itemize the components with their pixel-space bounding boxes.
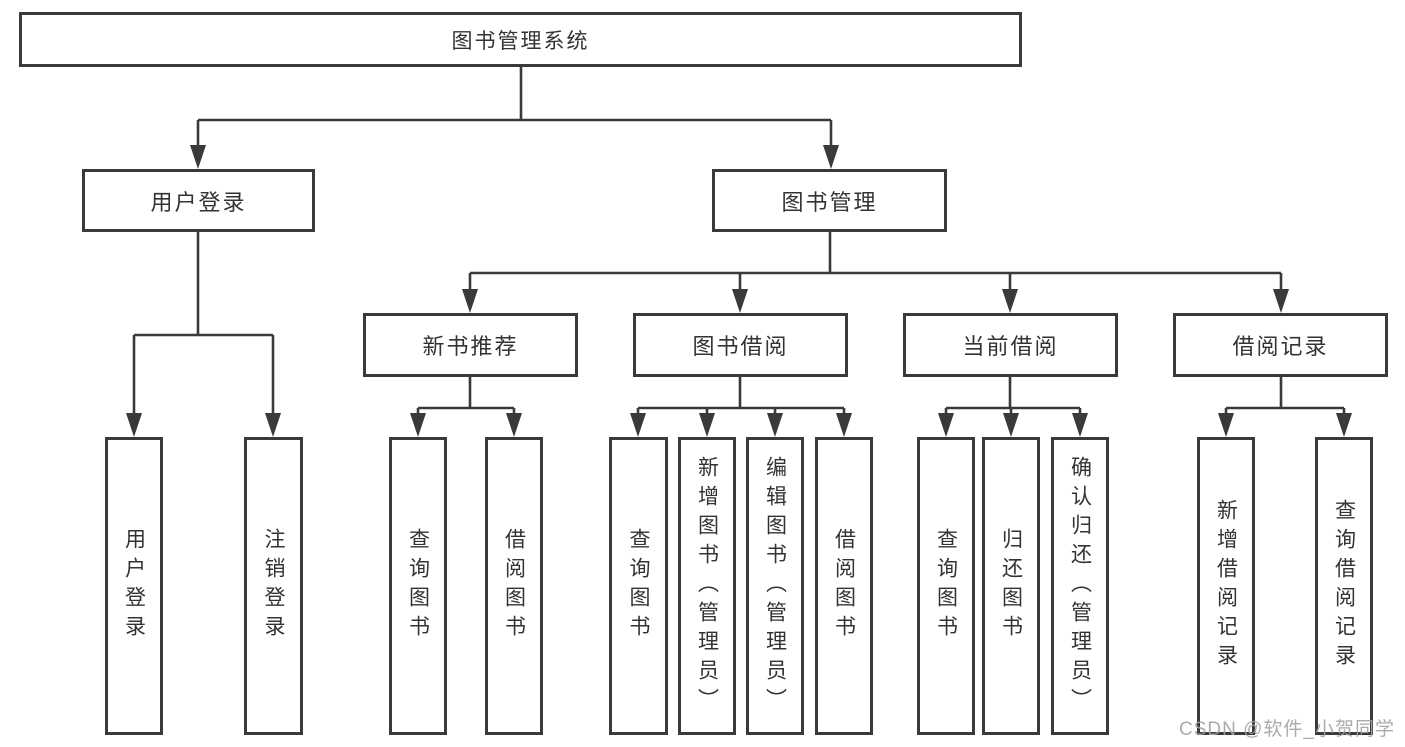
connector-book-management bbox=[468, 232, 1283, 305]
node-label: 注销登录 bbox=[262, 528, 285, 644]
leaf-edit-book-admin: 编辑图书（管理员） bbox=[746, 437, 804, 735]
leaf-user-login: 用户登录 bbox=[105, 437, 163, 735]
connector-book-borrow bbox=[636, 377, 846, 430]
leaf-query-books-current: 查询图书 bbox=[917, 437, 975, 735]
connector-user-login bbox=[132, 232, 275, 430]
leaf-return-book: 归还图书 bbox=[982, 437, 1040, 735]
connector-new-book-recommend bbox=[416, 377, 516, 430]
node-library-system: 图书管理系统 bbox=[19, 12, 1022, 67]
node-borrow-records: 借阅记录 bbox=[1173, 313, 1388, 377]
leaf-confirm-return-admin: 确认归还（管理员） bbox=[1051, 437, 1109, 735]
connector-borrow-records bbox=[1224, 377, 1346, 430]
node-label: 借阅图书 bbox=[832, 528, 856, 644]
leaf-borrow-books-recommend: 借阅图书 bbox=[485, 437, 543, 735]
node-book-management: 图书管理 bbox=[712, 169, 947, 232]
leaf-query-books-recommend: 查询图书 bbox=[389, 437, 447, 735]
node-label: 图书管理系统 bbox=[451, 29, 590, 53]
connector-root bbox=[196, 67, 833, 162]
node-label: 新书推荐 bbox=[422, 334, 519, 359]
node-label: 当前借阅 bbox=[962, 334, 1059, 359]
node-label: 新增借阅记录 bbox=[1214, 499, 1238, 673]
leaf-logout: 注销登录 bbox=[244, 437, 303, 735]
node-user-login: 用户登录 bbox=[82, 169, 315, 232]
node-current-borrow: 当前借阅 bbox=[903, 313, 1118, 377]
node-label: 归还图书 bbox=[999, 528, 1023, 644]
leaf-add-book-admin: 新增图书（管理员） bbox=[678, 437, 736, 735]
leaf-query-books-borrow: 查询图书 bbox=[609, 437, 668, 735]
node-label: 查询图书 bbox=[627, 528, 650, 644]
leaf-borrow-books: 借阅图书 bbox=[815, 437, 873, 735]
node-label: 查询图书 bbox=[406, 528, 430, 644]
csdn-watermark: CSDN @软件_小贺同学 bbox=[1179, 719, 1395, 740]
node-label: 编辑图书（管理员） bbox=[763, 455, 787, 717]
node-label: 图书借阅 bbox=[692, 334, 789, 359]
node-label: 图书管理 bbox=[781, 189, 878, 215]
node-label: 查询借阅记录 bbox=[1332, 499, 1356, 673]
node-label: 查询图书 bbox=[934, 528, 958, 644]
node-new-book-recommend: 新书推荐 bbox=[363, 313, 578, 377]
leaf-add-borrow-record: 新增借阅记录 bbox=[1197, 437, 1255, 735]
arrowheads bbox=[126, 145, 1352, 437]
node-label: 用户登录 bbox=[122, 528, 146, 644]
node-label: 新增图书（管理员） bbox=[695, 455, 719, 717]
node-book-borrow: 图书借阅 bbox=[633, 313, 848, 377]
node-label: 借阅记录 bbox=[1232, 334, 1329, 359]
node-label: 用户登录 bbox=[150, 189, 247, 215]
node-label: 借阅图书 bbox=[502, 528, 526, 644]
node-label: 确认归还（管理员） bbox=[1068, 455, 1092, 717]
leaf-query-borrow-record: 查询借阅记录 bbox=[1315, 437, 1373, 735]
